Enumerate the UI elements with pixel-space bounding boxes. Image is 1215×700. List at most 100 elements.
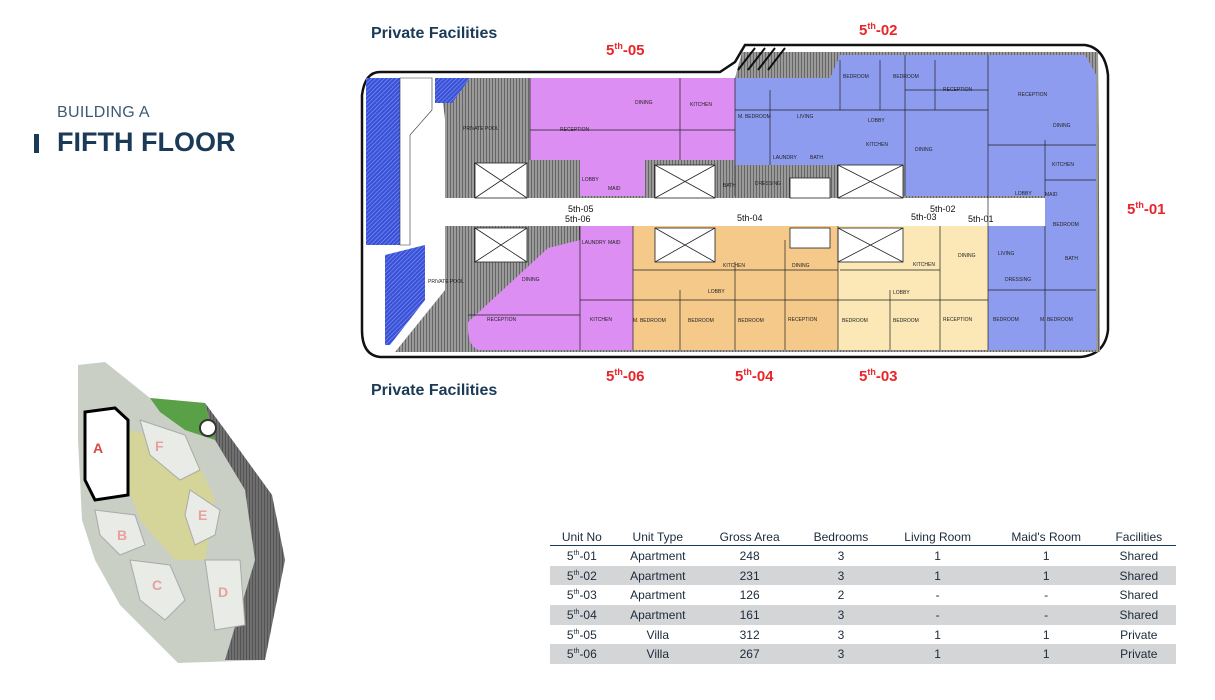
svg-text:DINING: DINING: [522, 277, 540, 283]
pool-deck: [399, 77, 433, 246]
building-a-letter: A: [93, 440, 103, 456]
svg-text:DINING: DINING: [1053, 123, 1071, 129]
cell-facilities: Shared: [1101, 565, 1176, 586]
col-facilities: Facilities: [1101, 529, 1176, 546]
col-unit-type: Unit Type: [613, 529, 702, 546]
cell-area: 126: [739, 588, 760, 603]
svg-text:BEDROOM: BEDROOM: [1053, 222, 1079, 228]
external-stairs: [737, 47, 786, 71]
col-living-room: Living Room: [884, 529, 991, 546]
cell-bedrooms: 2: [837, 588, 845, 603]
title-accent-bar: [34, 134, 39, 153]
cell-facilities: Shared: [1119, 548, 1159, 563]
room-labels: DINING KITCHEN RECEPTION M. BEDROOM LIVI…: [428, 74, 1079, 324]
col-unit-no: Unit No: [550, 529, 614, 546]
cell-living: 1: [934, 627, 941, 642]
svg-text:MAID: MAID: [1045, 192, 1058, 198]
cell-maid: -: [1044, 588, 1049, 603]
site-paving: [205, 403, 285, 660]
svg-text:BEDROOM: BEDROOM: [993, 317, 1019, 323]
col-gross-area: Gross Area: [701, 529, 798, 546]
cell-unit-no: 5th-02: [550, 565, 614, 586]
svg-text:DINING: DINING: [958, 253, 976, 259]
cell-unit-no: 5th-01: [566, 548, 597, 563]
svg-text:BATH: BATH: [1065, 256, 1078, 262]
svg-text:BEDROOM: BEDROOM: [738, 318, 764, 324]
svg-text:BEDROOM: BEDROOM: [843, 74, 869, 80]
service-cores: [474, 162, 904, 263]
site-plan: A B C D E F: [78, 362, 285, 663]
svg-text:DRESSING: DRESSING: [1005, 277, 1031, 283]
svg-text:RECEPTION: RECEPTION: [487, 317, 517, 323]
cell-maid: 1: [1042, 627, 1050, 642]
building-b: [94, 509, 146, 556]
svg-text:LOBBY: LOBBY: [1015, 191, 1032, 197]
corridor: [440, 198, 1045, 226]
marker-5th-04: 5th-04: [737, 213, 763, 223]
building-a-outline: [83, 406, 130, 502]
svg-text:KITCHEN: KITCHEN: [723, 263, 745, 269]
cell-facilities: Shared: [1119, 588, 1159, 603]
building-f: [139, 419, 201, 481]
corridor-markers: 5th-05 5th-06 5th-04 5th-02 5th-03 5th-0…: [565, 204, 994, 224]
svg-text:KITCHEN: KITCHEN: [590, 317, 612, 323]
svg-text:LAUNDRY: LAUNDRY: [773, 155, 797, 161]
cell-unit-no: 5th-05: [566, 627, 597, 642]
cell-maid: 1: [990, 644, 1102, 665]
svg-text:DINING: DINING: [635, 100, 653, 106]
svg-text:LOBBY: LOBBY: [893, 290, 910, 296]
unit-label-03: 5th-03: [859, 367, 898, 385]
svg-text:RECEPTION: RECEPTION: [943, 317, 973, 323]
cell-living: 1: [934, 548, 941, 563]
svg-text:LOBBY: LOBBY: [582, 177, 599, 183]
svg-text:BATH: BATH: [810, 155, 823, 161]
building-f-letter: F: [155, 438, 164, 454]
svg-text:MAID: MAID: [608, 186, 621, 192]
private-pool-3: [435, 78, 470, 103]
svg-text:LOBBY: LOBBY: [868, 118, 885, 124]
private-facilities-label-bottom: Private Facilities: [371, 382, 498, 399]
svg-text:DINING: DINING: [792, 263, 810, 269]
cell-type: Apartment: [613, 565, 702, 586]
marker-5th-06: 5th-06: [565, 214, 591, 224]
unit-label-06: 5th-06: [606, 367, 645, 385]
svg-text:BEDROOM: BEDROOM: [842, 318, 868, 324]
cell-maid: -: [990, 605, 1102, 625]
cell-maid: 1: [990, 565, 1102, 586]
svg-text:LAUNDRY: LAUNDRY: [582, 240, 606, 246]
unit-01-fill: [988, 55, 1096, 350]
building-c-letter: C: [152, 577, 162, 593]
svg-text:BEDROOM: BEDROOM: [893, 318, 919, 324]
svg-text:KITCHEN: KITCHEN: [690, 102, 712, 108]
svg-text:KITCHEN: KITCHEN: [913, 262, 935, 268]
svg-text:M. BEDROOM: M. BEDROOM: [1040, 317, 1073, 323]
marker-5th-05: 5th-05: [568, 204, 594, 214]
table-header-row: Unit No Unit Type Gross Area Bedrooms Li…: [550, 529, 1176, 546]
svg-text:MAID: MAID: [608, 240, 621, 246]
cell-facilities: Shared: [1101, 605, 1176, 625]
cell-area: 312: [739, 627, 760, 642]
svg-text:RECEPTION: RECEPTION: [943, 87, 973, 93]
private-facilities-label-top: Private Facilities: [371, 25, 498, 42]
svg-text:BATH: BATH: [723, 183, 736, 189]
cell-bedrooms: 3: [837, 548, 845, 563]
private-pool-1: [366, 78, 400, 245]
svg-text:KITCHEN: KITCHEN: [1052, 162, 1074, 168]
unit-label-05: 5th-05: [606, 41, 645, 59]
building-label: BUILDING A: [57, 104, 150, 121]
site-fountain: [199, 419, 217, 437]
cell-facilities: Private: [1101, 644, 1176, 665]
cell-type: Apartment: [630, 588, 686, 603]
svg-text:RECEPTION: RECEPTION: [1018, 92, 1048, 98]
svg-text:DINING: DINING: [915, 147, 933, 153]
marker-5th-03: 5th-03: [911, 212, 937, 222]
unit-label-01: 5th-01: [1127, 200, 1166, 218]
cell-bedrooms: 3: [797, 565, 885, 586]
cell-unit-no: 5th-04: [550, 605, 614, 625]
svg-text:M. BEDROOM: M. BEDROOM: [738, 114, 771, 120]
cell-type: Apartment: [613, 605, 702, 625]
